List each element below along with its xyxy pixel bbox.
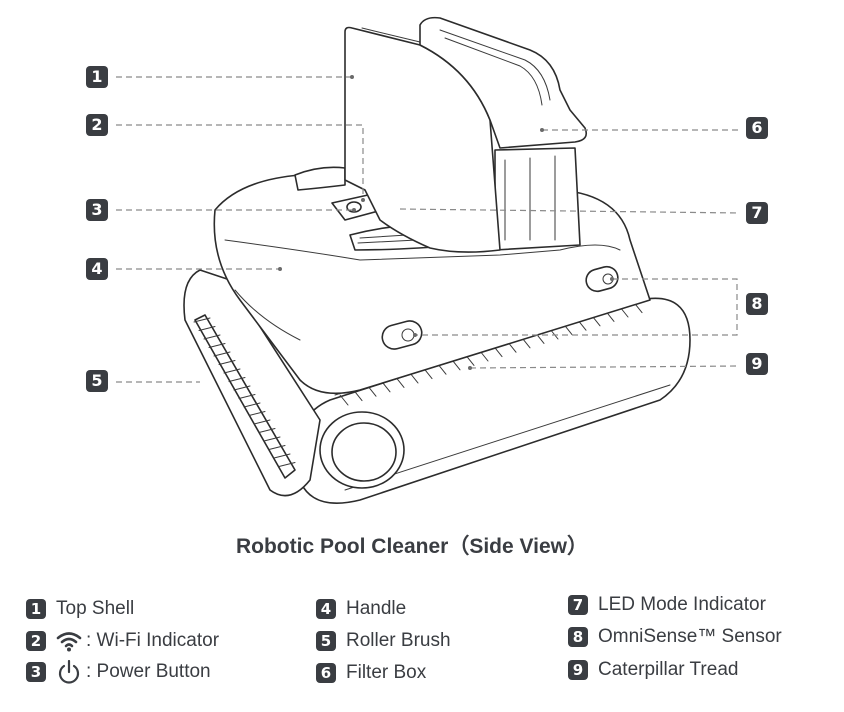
pool-cleaner-illustration: [116, 16, 741, 504]
brush-bristle: [258, 428, 276, 433]
brush-bristle: [248, 411, 266, 416]
legend-badge: 2: [26, 631, 46, 651]
brush-bristle: [278, 462, 296, 467]
brush-bristle: [198, 326, 216, 331]
brush-bristle: [223, 368, 241, 374]
side-tread-shape: [183, 269, 321, 497]
legend-label: Top Shell: [56, 598, 135, 619]
callout-badge-4: 4: [86, 258, 108, 280]
legend-item-led-mode-indicator: 7 LED Mode Indicator: [568, 593, 766, 617]
brush-bristle: [208, 343, 226, 348]
filter-frame: [494, 147, 581, 251]
brush-bristle: [243, 402, 261, 408]
brush-bristle: [253, 419, 271, 425]
brush-bristle: [273, 453, 291, 459]
legend-item-handle: 4 Handle: [316, 597, 406, 621]
tread-tick: [353, 390, 363, 402]
legend-badge: 5: [316, 631, 336, 651]
legend-label: : Wi-Fi Indicator: [86, 630, 220, 651]
legend-item-omnisense-sensor: 8 OmniSense™ Sensor: [568, 625, 782, 649]
legend-label: : Power Button: [86, 661, 211, 682]
legend-badge: 8: [568, 627, 588, 647]
brush-bristle: [233, 385, 251, 391]
legend-badge: 4: [316, 599, 336, 619]
wheel-hub-inner: [331, 422, 397, 482]
callout-badge-3: 3: [86, 199, 108, 221]
legend-badge: 6: [316, 663, 336, 683]
callout-badge-8: 8: [746, 293, 768, 315]
legend-label: Roller Brush: [346, 630, 451, 651]
top-shell-shape: [344, 26, 501, 253]
legend-badge: 1: [26, 599, 46, 619]
callout-badge-6: 6: [746, 117, 768, 139]
brush-bristle: [213, 351, 231, 357]
legend-label: Handle: [346, 598, 407, 619]
brush-bristle: [218, 360, 236, 365]
diagram-title: Robotic Pool Cleaner（Side View）: [235, 535, 589, 558]
leader-lines: [116, 75, 741, 383]
power-icon: [58, 660, 80, 684]
brush-bristle: [203, 334, 221, 340]
legend-label: Filter Box: [346, 662, 427, 683]
roller-brush-shape: [193, 314, 296, 479]
legend-item-caterpillar-tread: 9 Caterpillar Tread: [568, 658, 738, 682]
pool-cleaner-diagram: 1 2 3 4 5 6 7 8 9: [86, 16, 768, 504]
brush-bristle: [193, 317, 211, 323]
legend-item-filter-box: 6 Filter Box: [316, 661, 426, 685]
rear-vent: [294, 166, 346, 191]
brush-bristle: [238, 394, 256, 399]
legend-item-power-button: 3 : Power Button: [26, 660, 211, 684]
callout-badge-5: 5: [86, 370, 108, 392]
legend-item-top-shell: 1 Top Shell: [26, 597, 134, 621]
legend-label: LED Mode Indicator: [598, 594, 766, 615]
callout-badge-7: 7: [746, 202, 768, 224]
legend-badge: 9: [568, 660, 588, 680]
callout-badge-1: 1: [86, 66, 108, 88]
legend-badge: 3: [26, 662, 46, 682]
legend-badge: 7: [568, 595, 588, 615]
legend-label: OmniSense™ Sensor: [598, 626, 782, 647]
omnisense-sensor-rear: [585, 265, 619, 293]
legend-item-wifi-indicator: 2 : Wi-Fi Indicator: [26, 629, 219, 653]
brush-bristle: [228, 377, 246, 382]
legend-label: Caterpillar Tread: [598, 659, 739, 680]
brush-bristle: [263, 436, 281, 442]
brush-bristle: [268, 445, 286, 450]
wifi-icon: [56, 632, 82, 652]
callout-badge-2: 2: [86, 114, 108, 136]
tread-tick: [339, 394, 349, 406]
legend-item-roller-brush: 5 Roller Brush: [316, 629, 451, 653]
callout-badge-9: 9: [746, 353, 768, 375]
